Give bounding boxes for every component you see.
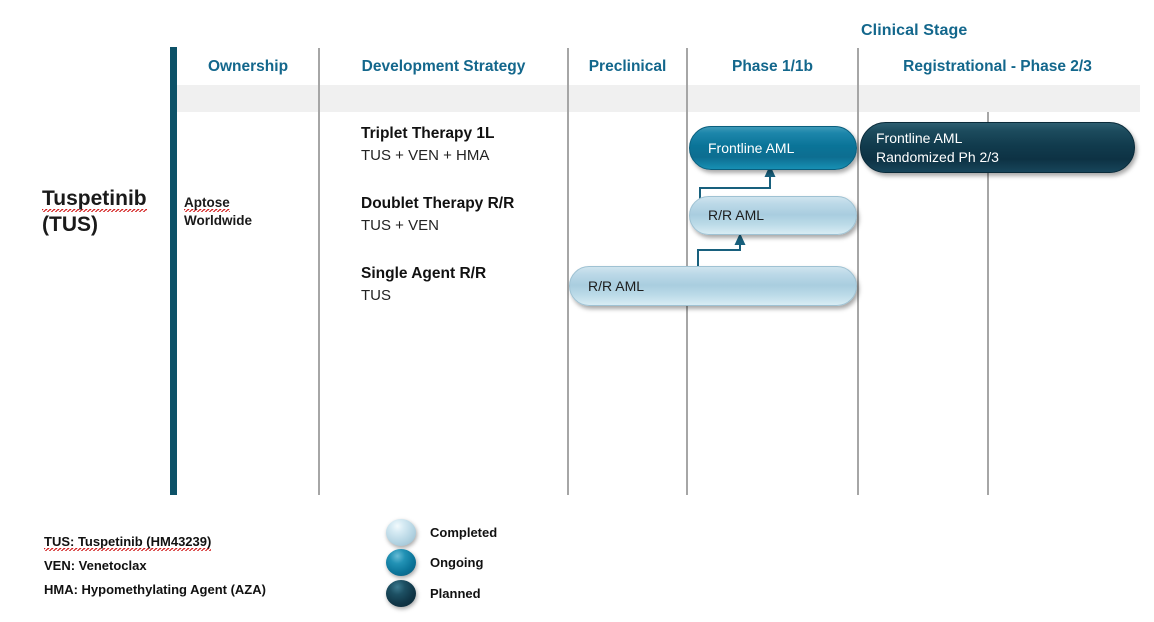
program-label: Tuspetinib (TUS) <box>42 186 147 239</box>
program-name: Tuspetinib <box>42 187 147 212</box>
divider-ownership-strategy <box>318 48 320 495</box>
strategy-row-doublet: Doublet Therapy R/R TUS + VEN <box>361 192 514 238</box>
legend-label: Ongoing <box>430 555 484 570</box>
ownership-cell: Aptose Worldwide <box>184 194 252 230</box>
legend-swatch-completed-icon <box>386 519 416 546</box>
column-header-preclinical: Preclinical <box>588 58 667 75</box>
strategy-regimen: TUS + VEN <box>361 217 439 235</box>
column-header-phase-1-1b: Phase 1/1b <box>732 58 813 75</box>
legend-swatch-planned-icon <box>386 580 416 607</box>
accent-bar <box>170 47 177 495</box>
pill-label: R/R AML <box>708 207 765 224</box>
footnote-hma: HMA: Hypomethylating Agent (AZA) <box>44 582 266 598</box>
clinical-stage-title: Clinical Stage <box>861 22 968 39</box>
divider-registrational-inner <box>987 112 989 495</box>
strategy-regimen: TUS + VEN + HMA <box>361 147 490 165</box>
column-header-development-strategy: Development Strategy <box>361 58 526 75</box>
ownership-company: Aptose <box>184 195 230 212</box>
legend-item-planned: Planned <box>386 580 481 607</box>
strategy-regimen: TUS <box>361 287 391 305</box>
strategy-title: Single Agent R/R <box>361 265 487 282</box>
divider-strategy-preclinical <box>567 48 569 495</box>
legend-item-completed: Completed <box>386 519 497 546</box>
strategy-title: Doublet Therapy R/R <box>361 195 515 212</box>
pill-doublet-phase1[interactable]: R/R AML <box>689 196 857 235</box>
pill-label: Frontline AML Randomized Ph 2/3 <box>876 130 999 165</box>
column-header-registrational-phase-2-3: Registrational - Phase 2/3 <box>903 58 1092 75</box>
legend-label: Completed <box>430 525 498 540</box>
legend-label: Planned <box>430 586 481 601</box>
pill-single-preclinical[interactable]: R/R AML <box>569 266 857 306</box>
pill-triplet-phase1[interactable]: Frontline AML <box>689 126 857 170</box>
legend-item-ongoing: Ongoing <box>386 549 483 576</box>
strategy-row-single: Single Agent R/R TUS <box>361 262 486 308</box>
footnote-tus: TUS: Tuspetinib (HM43239) <box>44 534 212 551</box>
column-header-ownership: Ownership <box>207 58 289 75</box>
footnotes: TUS: Tuspetinib (HM43239) VEN: Venetocla… <box>44 530 266 602</box>
connector-single-to-doublet <box>697 233 746 276</box>
pill-label: Frontline AML <box>708 139 795 156</box>
strategy-row-triplet: Triplet Therapy 1L TUS + VEN + HMA <box>361 122 495 168</box>
pill-triplet-registrational[interactable]: Frontline AML Randomized Ph 2/3 <box>860 122 1135 173</box>
header-band <box>177 85 1140 112</box>
legend-swatch-ongoing-icon <box>386 549 416 576</box>
divider-phase1-registrational <box>857 48 859 495</box>
footnote-ven: VEN: Venetoclax <box>44 558 147 574</box>
pill-label: R/R AML <box>588 277 645 294</box>
strategy-title: Triplet Therapy 1L <box>361 125 495 142</box>
ownership-scope: Worldwide <box>184 213 253 229</box>
program-abbrev: (TUS) <box>42 213 98 237</box>
